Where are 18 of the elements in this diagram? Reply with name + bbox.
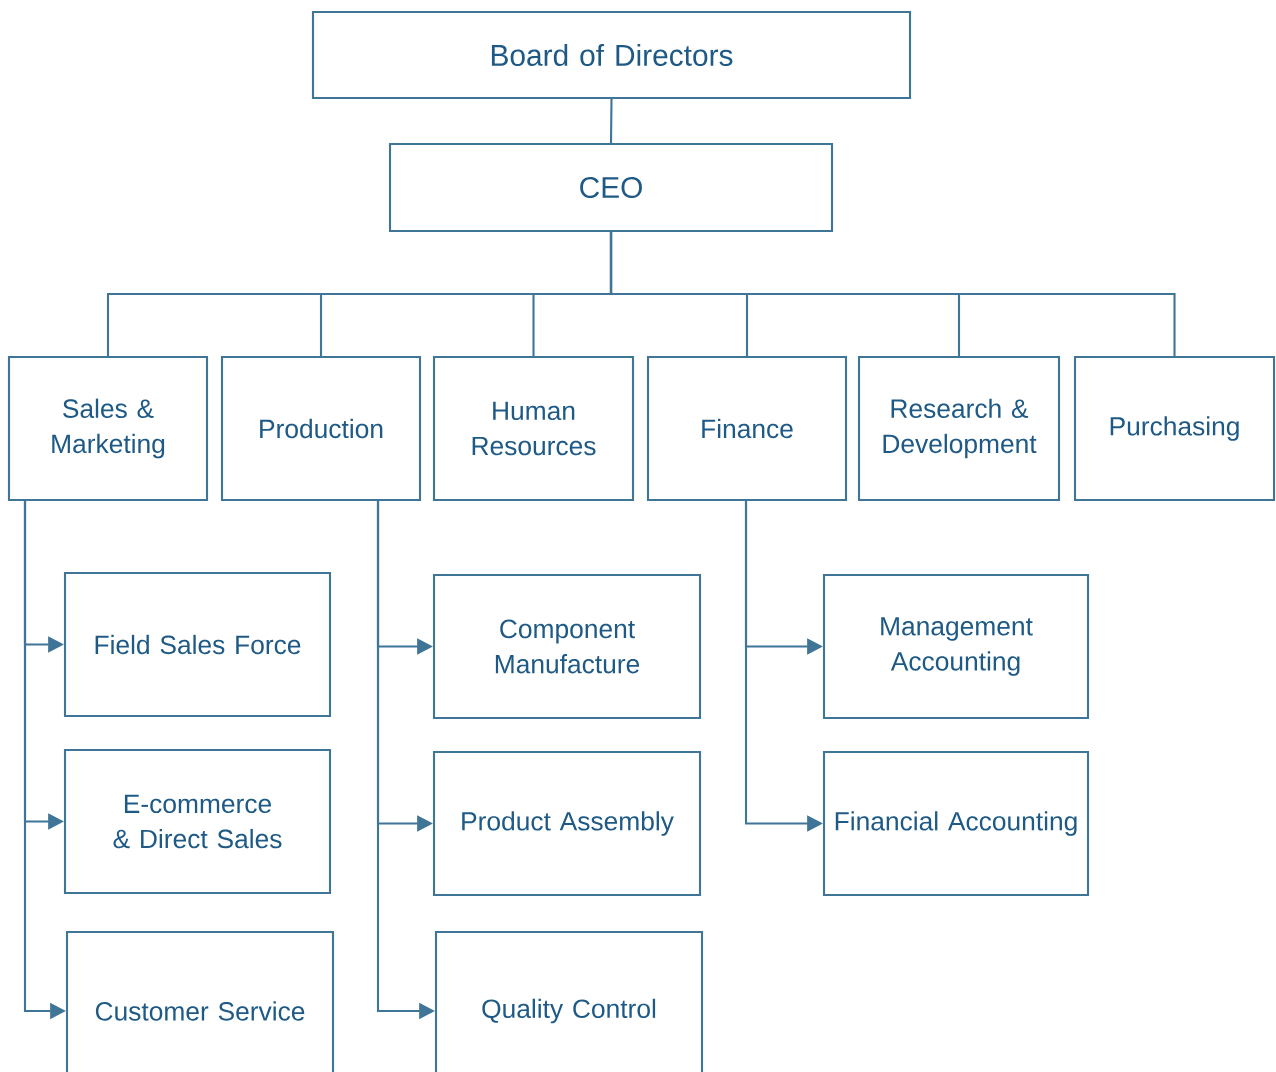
box: Sales & Marketing xyxy=(7,355,209,502)
box: Board of Directors xyxy=(311,10,912,100)
box: CEO xyxy=(388,142,834,233)
box: E-commerce & Direct Sales xyxy=(63,748,332,895)
box: Customer Service xyxy=(65,930,335,1072)
box: Production xyxy=(220,355,422,502)
box: Product Assembly xyxy=(432,750,702,897)
box: Quality Control xyxy=(434,930,704,1072)
box: Field Sales Force xyxy=(63,571,332,718)
connector xyxy=(609,99,613,143)
box: Component Manufacture xyxy=(432,573,702,720)
box: Finance xyxy=(646,355,848,502)
connector xyxy=(609,232,1176,356)
box: Purchasing xyxy=(1073,355,1276,502)
box: Management Accounting xyxy=(822,573,1090,720)
box: Research & Development xyxy=(857,355,1061,502)
box: Financial Accounting xyxy=(822,750,1090,897)
box: Human Resources xyxy=(432,355,635,502)
